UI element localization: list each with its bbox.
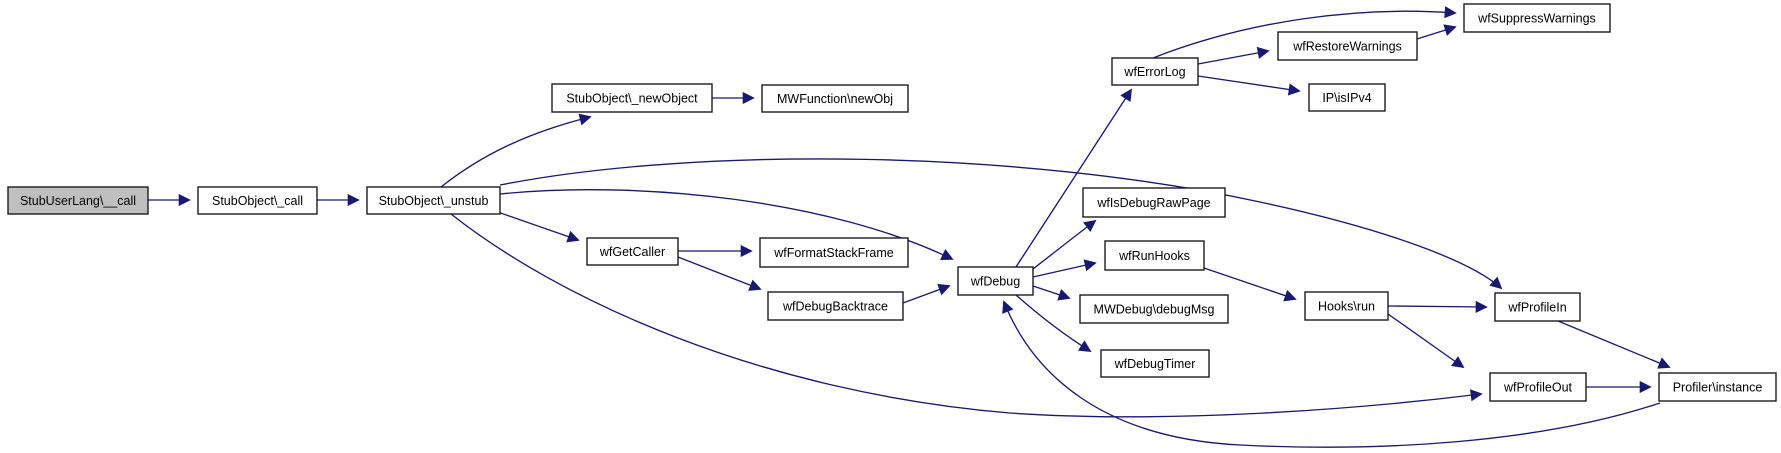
edge-wf-restore-warnings-to-wf-suppress-warnings [1416,24,1457,40]
node-wf-format-stack-frame[interactable]: wfFormatStackFrame [759,237,909,268]
node-stub-object-new-object[interactable]: StubObject\_newObject [551,83,713,113]
node-stub-object-unstub[interactable]: StubObject\_unstub [366,186,501,215]
node-ip-is-ipv4[interactable]: IP\isIPv4 [1308,83,1386,112]
node-label: wfSuppressWarnings [1477,12,1596,26]
node-label: wfRunHooks [1118,249,1190,263]
node-label: wfProfileIn [1507,301,1566,315]
node-label: StubUserLang\__call [20,194,136,208]
node-label: wfProfileOut [1503,381,1573,395]
node-box [767,291,904,321]
node-wf-run-hooks[interactable]: wfRunHooks [1104,240,1205,271]
node-stub-object-call[interactable]: StubObject\_call [197,186,318,215]
edge-wf-debug-to-wf-debug-timer [1015,294,1092,352]
edge-stub-object-unstub-to-wf-profile-out [450,213,1483,418]
edge-hooks-run-to-wf-profile-in [1387,300,1488,313]
node-box [1111,57,1199,86]
node-box [1277,31,1418,61]
node-box [1489,372,1587,402]
node-label: IP\isIPv4 [1322,91,1371,105]
node-label: wfDebug [970,275,1020,289]
node-box [366,186,501,215]
node-box [1463,3,1611,33]
node-box [761,84,909,113]
node-profiler-instance[interactable]: Profiler\instance [1658,372,1777,402]
node-box [1304,291,1389,321]
node-label: StubObject\_unstub [379,194,489,208]
node-box [1082,187,1226,218]
node-wf-suppress-warnings[interactable]: wfSuppressWarnings [1463,3,1611,33]
node-box [551,83,713,113]
node-box [197,186,318,215]
edge-wf-run-hooks-to-hooks-run [1203,267,1297,302]
node-wf-is-debug-raw-page[interactable]: wfIsDebugRawPage [1082,187,1226,218]
node-label: wfIsDebugRawPage [1096,196,1210,210]
edge-wf-debug-backtrace-to-wf-debug [902,283,951,304]
node-wf-debug-backtrace[interactable]: wfDebugBacktrace [767,291,904,321]
node-box [1494,292,1581,322]
node-label: StubObject\_call [212,194,303,208]
node-box [7,186,149,215]
node-label: wfDebugTimer [1114,357,1196,371]
edge-wf-debug-to-wf-run-hooks [1032,259,1097,278]
edge-wf-get-caller-to-wf-debug-backtrace [677,256,762,291]
node-wf-error-log[interactable]: wfErrorLog [1111,57,1199,86]
edge-profiler-instance-to-wf-debug [1002,300,1661,448]
node-box [759,237,909,268]
edge-wf-error-log-to-ip-is-ipv4 [1197,75,1301,96]
node-mw-debug-debug-msg[interactable]: MWDebug\debugMsg [1079,294,1229,324]
node-label: MWDebug\debugMsg [1094,303,1215,317]
node-wf-restore-warnings[interactable]: wfRestoreWarnings [1277,31,1418,61]
edge-wf-debug-to-mw-debug-debug-msg [1032,285,1071,301]
edge-stub-object-unstub-to-wf-get-caller [491,209,580,243]
node-label: wfRestoreWarnings [1292,40,1402,54]
edge-wf-error-log-to-wf-restore-warnings [1197,46,1270,65]
node-label: StubObject\_newObject [566,92,698,106]
node-label: wfDebugBacktrace [782,300,888,314]
edge-wf-error-log-to-wf-suppress-warnings [1152,6,1457,59]
node-label: Hooks\run [1318,300,1375,314]
node-box [1308,83,1386,112]
node-hooks-run[interactable]: Hooks\run [1304,291,1389,321]
edge-hooks-run-to-wf-profile-out [1387,313,1465,369]
edge-wf-debug-to-wf-is-debug-raw-page [1032,219,1097,270]
node-label: wfErrorLog [1123,65,1185,79]
edge-wf-profile-in-to-profiler-instance [1557,320,1671,369]
edge-stub-object-unstub-to-wf-debug [499,189,954,260]
node-wf-profile-in[interactable]: wfProfileIn [1494,292,1581,322]
edge-stub-object-unstub-to-stub-object-new-object [440,113,592,188]
edge-layer [148,6,1671,448]
node-box [1658,372,1777,402]
node-box [1079,294,1229,324]
node-label: wfFormatStackFrame [773,246,894,260]
node-wf-debug[interactable]: wfDebug [957,266,1034,296]
node-wf-debug-timer[interactable]: wfDebugTimer [1100,349,1210,378]
node-stub-user-lang-call[interactable]: StubUserLang\__call [7,186,149,215]
node-layer: StubUserLang\__call StubObject\_call StubO… [7,3,1777,402]
node-box [1100,349,1210,378]
edge-wf-debug-to-wf-error-log [1015,88,1132,268]
node-box [586,237,679,266]
node-label: MWFunction\newObj [777,92,893,106]
node-label: wfGetCaller [599,245,665,259]
node-label: Profiler\instance [1673,381,1763,395]
node-box [957,266,1034,296]
node-wf-profile-out[interactable]: wfProfileOut [1489,372,1587,402]
node-wf-get-caller[interactable]: wfGetCaller [586,237,679,266]
edge-stub-object-unstub-to-wf-profile-in [499,158,1503,290]
node-box [1104,240,1205,271]
node-mw-function-new-obj[interactable]: MWFunction\newObj [761,84,909,113]
